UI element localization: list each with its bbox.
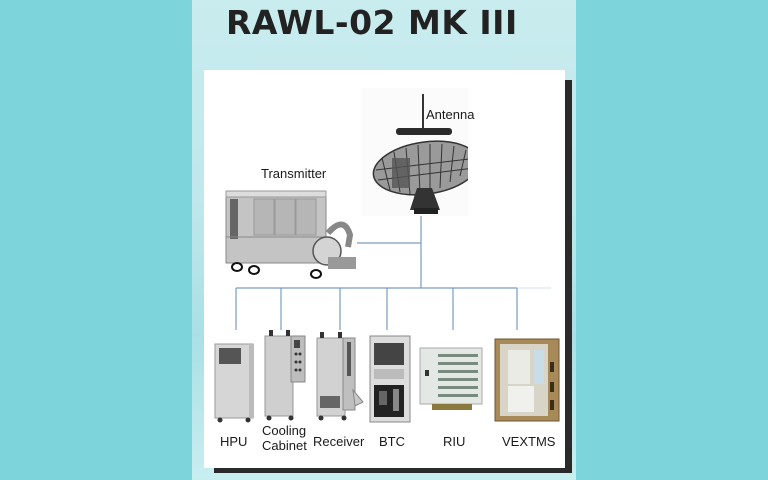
label-cooling-line2: Cabinet xyxy=(262,438,307,453)
label-hpu: HPU xyxy=(220,434,248,449)
receiver-cabinet-icon xyxy=(316,332,364,421)
label-transmitter: Transmitter xyxy=(261,166,327,181)
label-btc: BTC xyxy=(379,434,405,449)
vextms-cabinet-icon xyxy=(494,338,560,422)
hpu-cabinet-icon xyxy=(214,343,254,423)
label-receiver: Receiver xyxy=(313,434,365,449)
cooling-cabinet-icon xyxy=(264,330,306,421)
riu-unit-icon xyxy=(419,347,483,410)
radar-antenna-icon xyxy=(362,88,468,216)
btc-rack-icon xyxy=(369,335,411,423)
label-riu: RIU xyxy=(443,434,466,449)
label-cooling-line1: Cooling xyxy=(262,423,307,438)
label-cooling-cabinet: Cooling Cabinet xyxy=(262,423,307,453)
label-antenna: Antenna xyxy=(426,107,475,122)
label-vextms: VEXTMS xyxy=(502,434,556,449)
transmitter-unit-icon xyxy=(225,190,356,279)
page-title: RAWL-02 MK III xyxy=(226,3,518,42)
